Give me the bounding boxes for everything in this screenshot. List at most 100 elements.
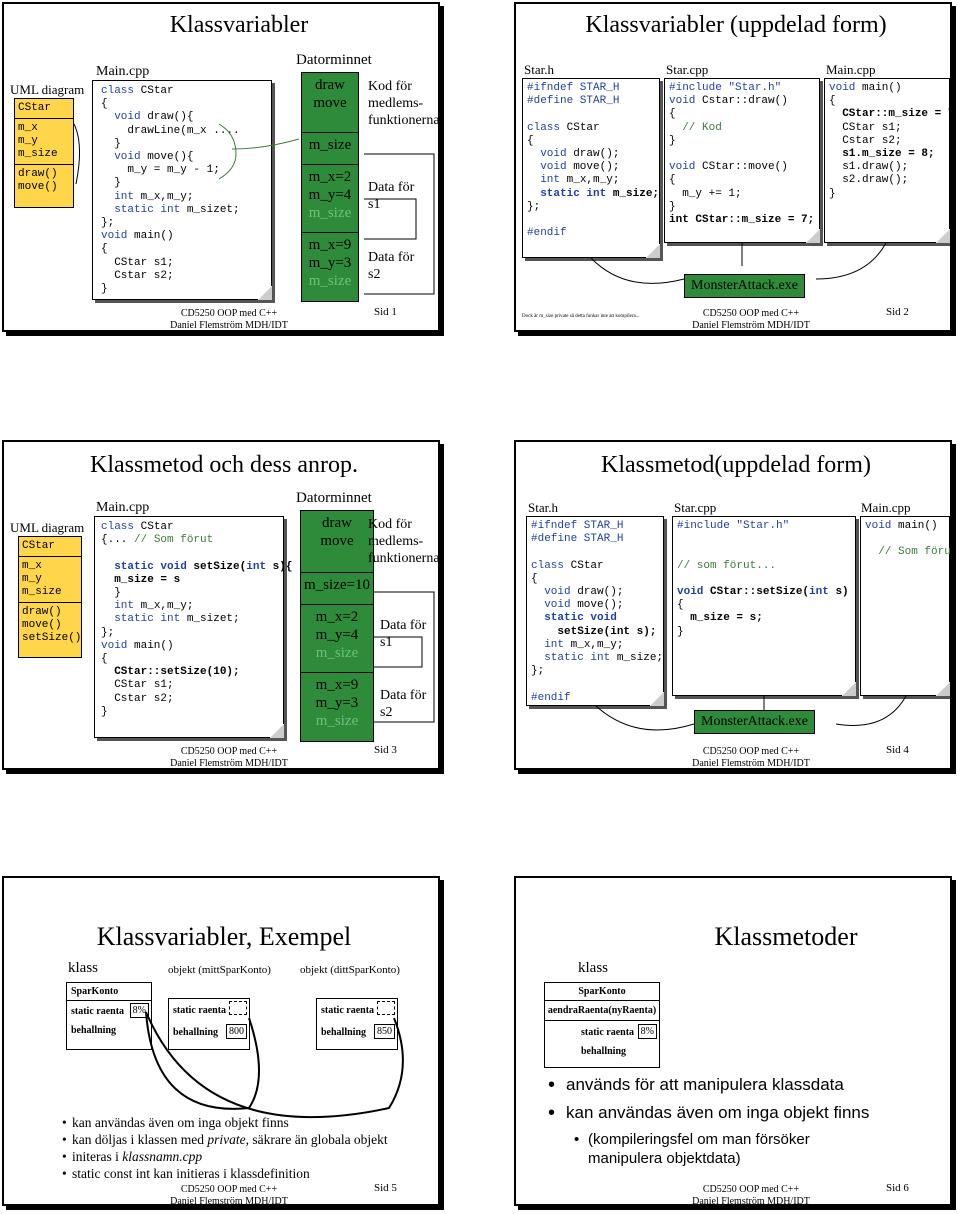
uml-attributes: m_x m_y m_size: [19, 557, 81, 603]
column-class: klass: [68, 960, 98, 976]
code-page-main-cpp: void main() { CStar::m_size = 7; CStar s…: [824, 78, 950, 243]
slide-title: Klassmetoder: [714, 922, 858, 951]
connector-lines: [364, 591, 435, 723]
memory-static-cell: m_size=10: [301, 573, 373, 605]
label-data-s2: Data för s2: [380, 688, 427, 720]
compile-note: Dock är m_size private så detta funkar i…: [522, 314, 640, 319]
slide-4: Klassmetod(uppdelad form) Star.h #ifndef…: [514, 440, 952, 770]
footer: CD5250 OOP med C++Daniel Flemström MDH/I…: [692, 308, 810, 331]
footer: CD5250 OOP med C++Daniel Flemström MDH/I…: [692, 1184, 810, 1206]
code-page: class CStar { void draw(){ drawLine(m_x …: [92, 80, 272, 300]
connector-lines: [590, 242, 887, 284]
memory-caption: Datorminnet: [296, 52, 372, 68]
bullet-list: används för att manipulera klassdata kan…: [548, 1074, 869, 1124]
label-data-s2: Data för s2: [368, 250, 415, 282]
code-block: void main() { CStar::m_size = 7; CStar s…: [829, 82, 952, 200]
label-data-s1: Data för s1: [380, 618, 427, 650]
label-data-s1: Data för s1: [368, 180, 415, 212]
code-page-star-h: #ifndef STAR_H #define STAR_H class CSta…: [526, 516, 664, 706]
bullet-3: initeras i klassnamn.cpp: [62, 1148, 388, 1165]
code-block: #ifndef STAR_H #define STAR_H class CSta…: [527, 82, 660, 240]
code-block: class CStar { void draw(){ drawLine(m_x …: [101, 85, 240, 296]
code-page-main-cpp: void main() // Som förut.: [860, 516, 950, 696]
slide-title: Klassvariabler (uppdelad form): [585, 12, 887, 38]
exe-badge: MonsterAttack.exe: [684, 274, 805, 298]
bullet-list: kan användas även om inga objekt finns k…: [62, 1114, 388, 1182]
bullet-2: kan användas även om inga objekt finns: [548, 1102, 869, 1124]
exe-badge: MonsterAttack.exe: [694, 710, 815, 734]
slide-title: Klassmetod(uppdelad form): [601, 452, 871, 478]
file-label-main-cpp: Main.cpp: [826, 62, 876, 77]
uml-class-name: CStar: [19, 537, 81, 557]
code-block: #include "Star.h" // som förut... void C…: [677, 520, 849, 638]
uml-class-name: CStar: [15, 99, 73, 119]
slide-5: Klassvariabler, Exempel klass objekt (mi…: [2, 876, 440, 1206]
static-ref-slot: [377, 1001, 395, 1015]
connector-lines: [595, 695, 907, 731]
file-label-star-h: Star.h: [528, 500, 558, 515]
bullet-1: används för att manipulera klassdata: [548, 1074, 869, 1096]
code-block: #include "Star.h" void Cstar::draw() { /…: [669, 82, 815, 227]
slide-title: Klassvariabler: [169, 12, 309, 38]
uml-class-box: CStar m_x m_y m_size draw() move() setSi…: [18, 536, 82, 658]
static-value: 8%: [129, 1003, 149, 1018]
slide-title: Klassmetod och dess anrop.: [90, 452, 358, 478]
code-page: class CStar {... // Som förut static voi…: [94, 516, 292, 738]
memory-code-cell: draw move: [301, 511, 373, 573]
uml-class-box: CStar m_x m_y m_size draw() move(): [14, 98, 74, 208]
code-page-star-cpp: #include "Star.h" // som förut... void C…: [672, 516, 856, 696]
class-box: SparKonto aendraRaenta(nyRaenta) static …: [544, 982, 660, 1068]
page-number: Sid 3: [374, 744, 397, 756]
bullet-2: kan döljas i klassen med private, säkrar…: [62, 1131, 388, 1148]
label-code: Kod för medlems- funktionerna: [368, 79, 440, 128]
column-class: klass: [578, 960, 608, 976]
code-block: void main() // Som förut.: [865, 520, 951, 559]
code-block: #ifndef STAR_H #define STAR_H class CSta…: [531, 520, 664, 704]
file-label-main-cpp: Main.cpp: [861, 500, 911, 515]
file-label: Main.cpp: [96, 500, 150, 515]
page-number: Sid 1: [374, 306, 397, 318]
code-page-star-cpp: #include "Star.h" void Cstar::draw() { /…: [664, 78, 820, 243]
file-label-star-h: Star.h: [524, 62, 554, 77]
code-page-star-h: #ifndef STAR_H #define STAR_H class CSta…: [522, 78, 660, 258]
memory-caption: Datorminnet: [296, 490, 372, 506]
file-label: Main.cpp: [96, 64, 150, 79]
uml-caption: UML diagram: [10, 82, 85, 97]
footer: CD5250 OOP med C++Daniel Flemström MDH/I…: [692, 746, 810, 769]
static-ref-slot: [229, 1001, 247, 1015]
column-object1: objekt (mittSparKonto): [168, 964, 271, 976]
static-value: 8%: [637, 1024, 657, 1039]
page-number: Sid 6: [886, 1182, 909, 1194]
connector-lines: [73, 123, 435, 295]
footer: CD5250 OOP med C++Daniel Flemström MDH/I…: [170, 308, 288, 331]
uml-attributes: m_x m_y m_size: [15, 119, 73, 165]
page-number: Sid 2: [886, 306, 909, 318]
code-block: class CStar {... // Som förut static voi…: [101, 521, 293, 718]
slide-6: Klassmetoder klass SparKonto aendraRaent…: [514, 876, 952, 1206]
slide-3: Klassmetod och dess anrop. UML diagram C…: [2, 440, 440, 770]
bullet-4: static const int kan initieras i klassde…: [62, 1165, 388, 1182]
file-label-star-cpp: Star.cpp: [666, 62, 709, 77]
label-code: Kod för medlems- funktionerna: [368, 517, 440, 566]
footer: CD5250 OOP med C++Daniel Flemström MDH/I…: [170, 746, 288, 769]
page-number: Sid 4: [886, 744, 909, 756]
uml-caption: UML diagram: [10, 520, 85, 535]
sub-bullet-list: (kompileringsfel om man försöker manipul…: [574, 1130, 810, 1168]
page-number: Sid 5: [374, 1182, 397, 1194]
sub-bullet-1: (kompileringsfel om man försöker manipul…: [574, 1130, 810, 1168]
uml-operations: draw() move() setSize(): [22, 606, 82, 644]
memory-static-cell: m_size: [302, 133, 358, 165]
slide-title: Klassvariabler, Exempel: [96, 922, 352, 951]
slide-2: Klassvariabler (uppdelad form) Star.h #i…: [514, 2, 952, 332]
memory-code-cell: draw move: [302, 73, 358, 133]
footer: CD5250 OOP med C++Daniel Flemström MDH/I…: [170, 1184, 288, 1206]
